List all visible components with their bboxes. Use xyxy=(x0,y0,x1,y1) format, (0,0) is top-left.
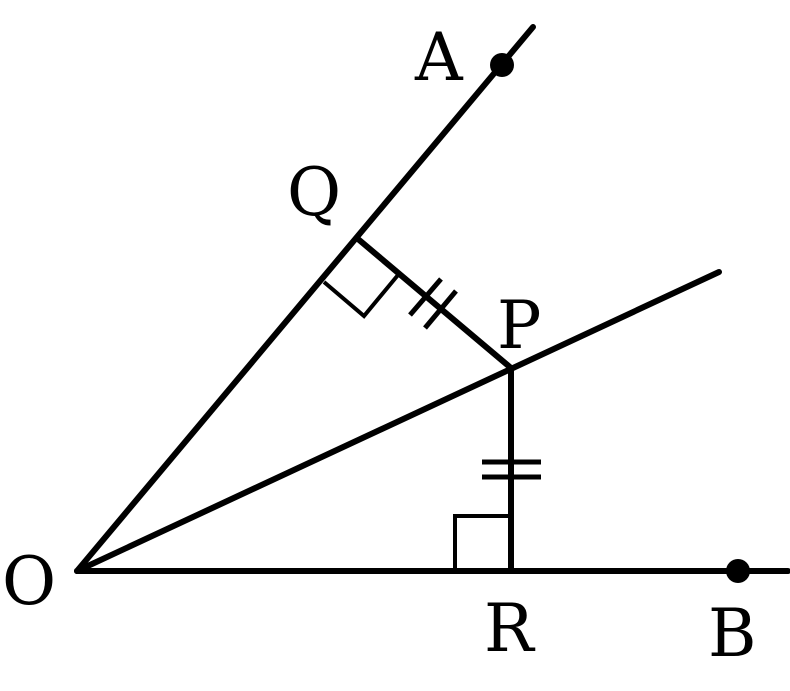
label-R: R xyxy=(484,590,536,667)
tick-PQ-1 xyxy=(408,277,443,317)
point-A-dot xyxy=(490,53,514,77)
label-A: A xyxy=(414,19,464,96)
right-angle-mark-R xyxy=(453,514,511,571)
label-O: O xyxy=(2,543,56,620)
segment-PQ xyxy=(355,236,514,371)
point-B-dot xyxy=(726,559,750,583)
label-B: B xyxy=(708,595,757,672)
right-angle-mark-Q xyxy=(322,273,400,319)
bisector-OP xyxy=(74,269,722,574)
tick-PQ-2 xyxy=(423,289,458,330)
label-P: P xyxy=(497,287,541,364)
label-Q: Q xyxy=(287,154,341,231)
ray-OA xyxy=(74,24,536,574)
